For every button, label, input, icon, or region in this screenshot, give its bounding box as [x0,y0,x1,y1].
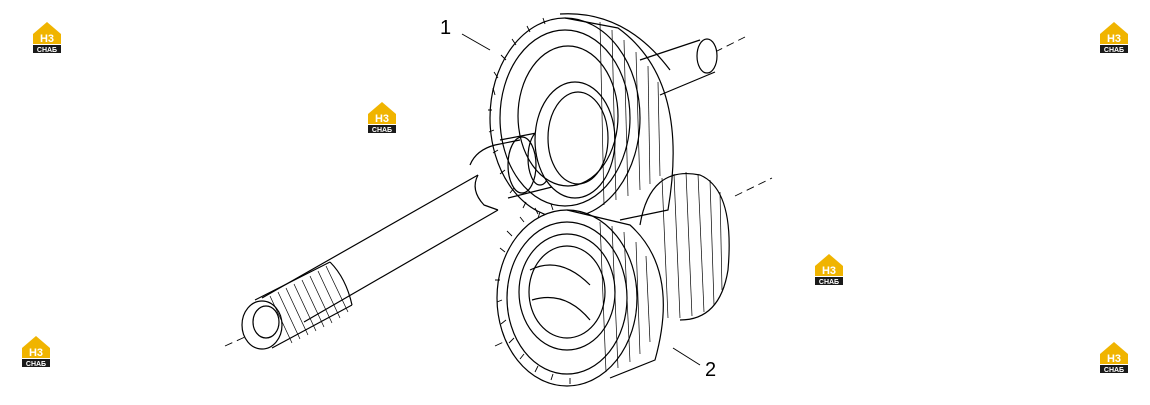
watermark-text: СНАБ [37,47,57,54]
watermark-mark: Н3 [1107,33,1121,45]
watermark-text: СНАБ [1104,47,1124,54]
watermark-mark: Н3 [1107,353,1121,365]
watermark-text: СНАБ [26,361,46,368]
gear-cluster [495,171,730,387]
watermark-text: СНАБ [1104,367,1124,374]
watermark-logo: Н3 СНАБ [28,20,66,56]
watermark-logo: Н3 СНАБ [1095,20,1133,56]
watermark-mark: Н3 [29,347,43,359]
leader-line-2 [672,347,701,366]
watermark-logo: Н3 СНАБ [363,100,401,136]
watermark-mark: Н3 [822,265,836,277]
watermark-mark: Н3 [40,33,54,45]
large-gear [488,13,674,225]
watermark-logo: Н3 СНАБ [17,334,55,370]
leader-line-1 [461,33,491,51]
watermark-logo: Н3 СНАБ [1095,340,1133,376]
watermark-text: СНАБ [372,127,392,134]
main-shaft [241,38,718,350]
callout-2: 2 [705,359,717,381]
callout-1: 1 [440,17,452,39]
watermark-mark: Н3 [375,113,389,125]
watermark-text: СНАБ [819,279,839,286]
watermark-logo: Н3 СНАБ [810,252,848,288]
